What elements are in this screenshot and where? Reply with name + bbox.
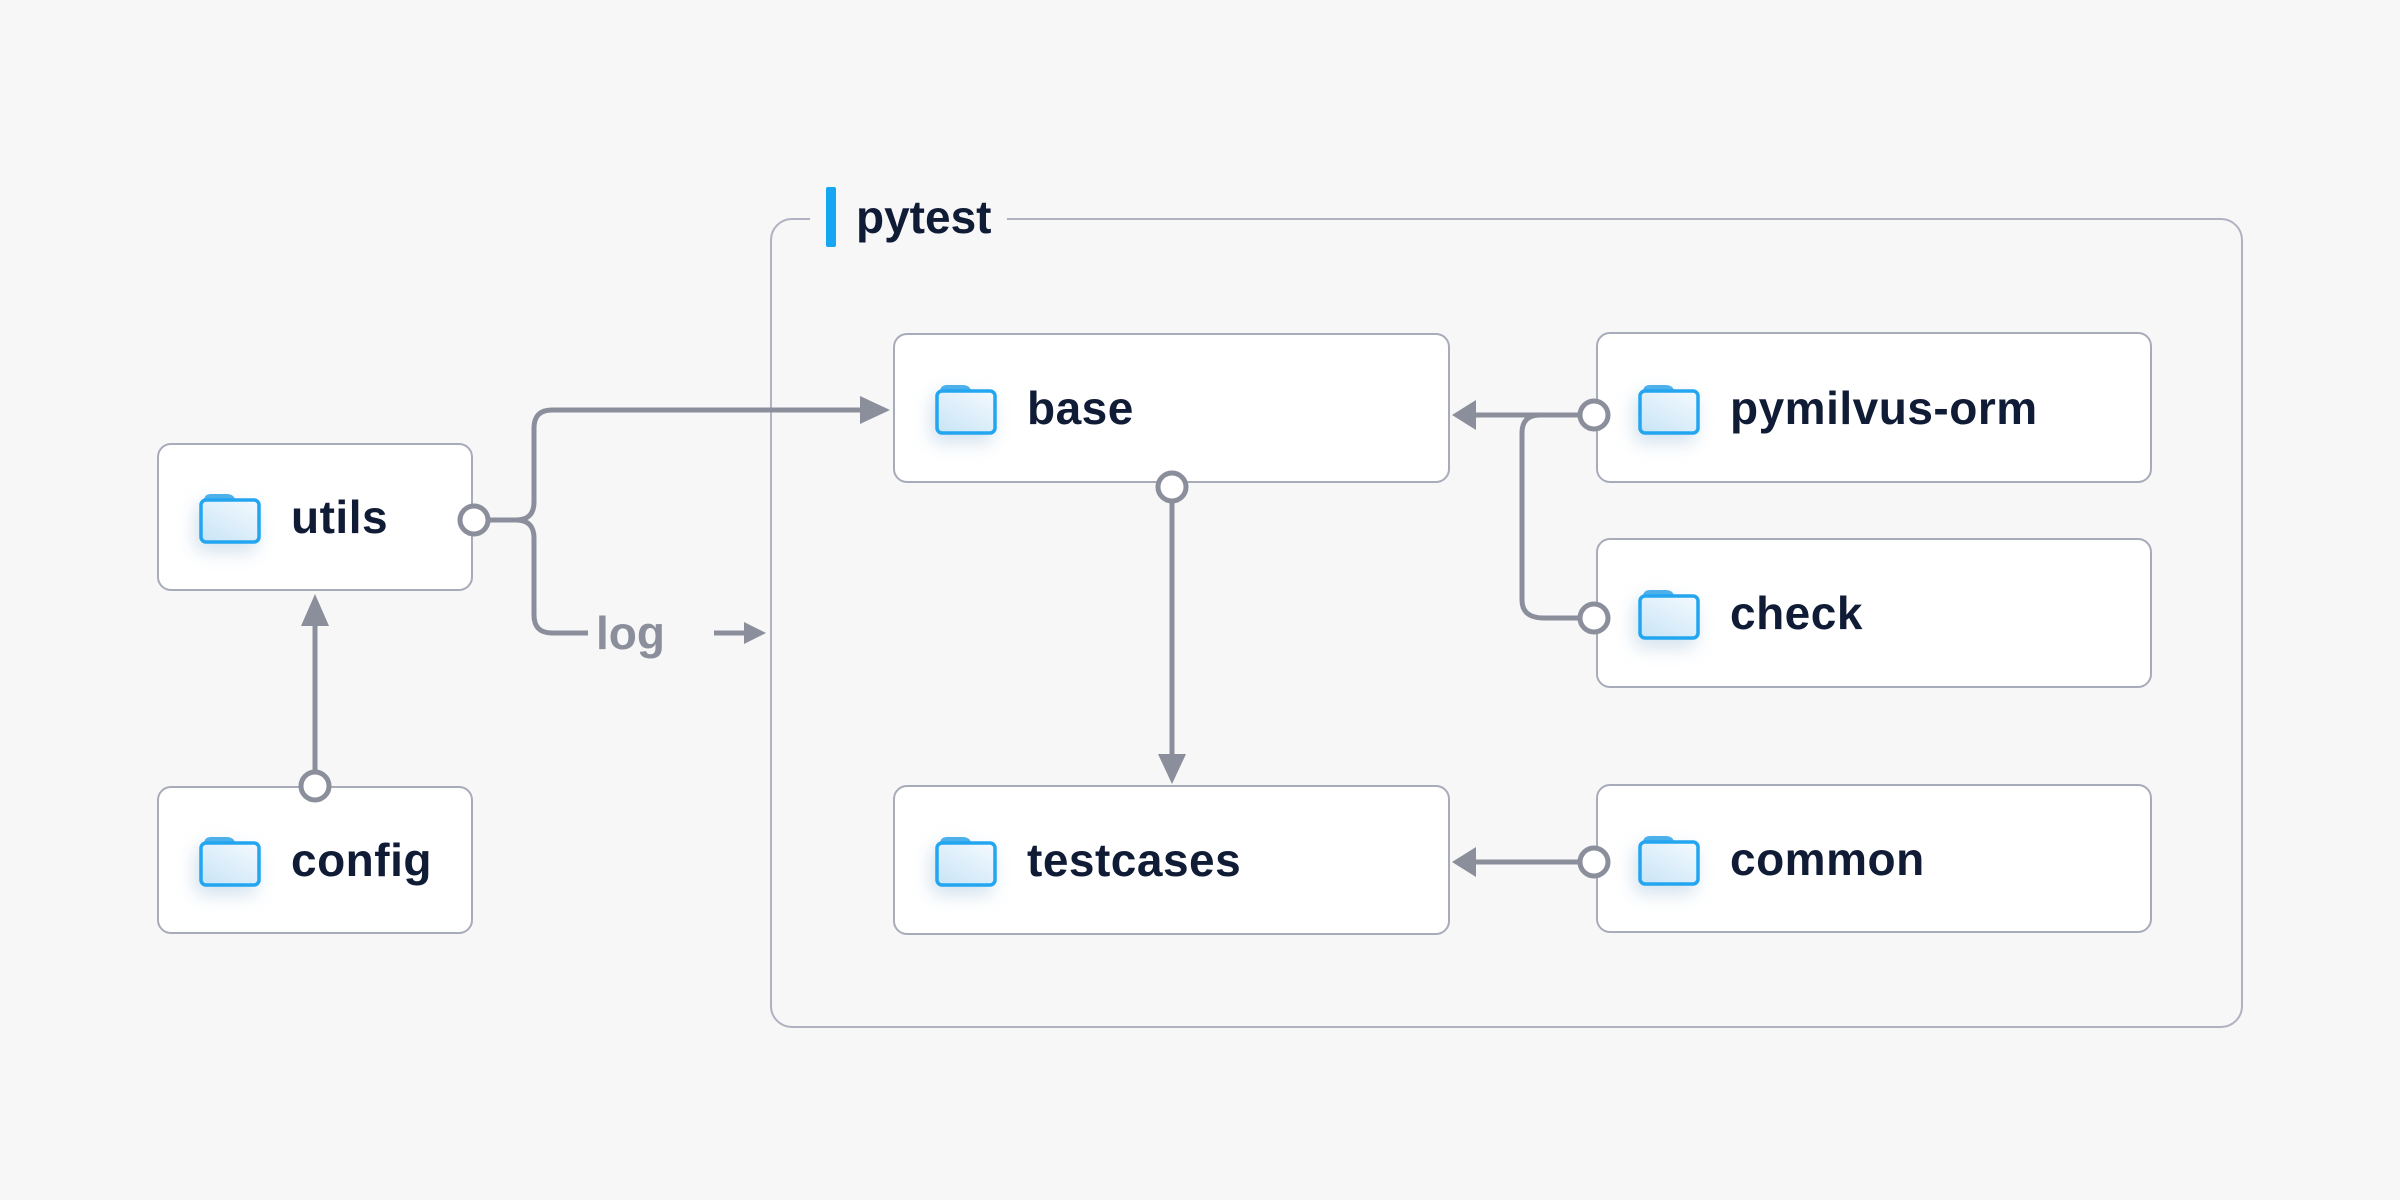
folder-icon xyxy=(1636,380,1702,436)
pytest-group-container xyxy=(770,218,2243,1028)
node-label-testcases: testcases xyxy=(1027,834,1242,886)
folder-icon xyxy=(933,832,999,888)
node-label-pymilvus-orm: pymilvus-orm xyxy=(1730,381,2038,434)
edge-label-log: log xyxy=(596,607,665,659)
node-pymilvus-orm: pymilvus-orm xyxy=(1596,332,2152,483)
node-utils: utils xyxy=(157,443,473,591)
group-label-text: pytest xyxy=(856,191,992,243)
node-testcases: testcases xyxy=(893,785,1450,935)
node-base: base xyxy=(893,333,1450,483)
pytest-group-label: pytest xyxy=(810,185,1008,249)
folder-icon xyxy=(197,489,263,545)
node-label-config: config xyxy=(291,834,432,886)
folder-icon xyxy=(197,832,263,888)
node-config: config xyxy=(157,786,473,934)
edge-config-utils xyxy=(298,594,332,803)
folder-icon xyxy=(933,380,999,436)
node-label-utils: utils xyxy=(291,491,389,543)
accent-bar xyxy=(826,187,836,247)
node-common: common xyxy=(1596,784,2152,933)
node-check: check xyxy=(1596,538,2152,688)
node-label-check: check xyxy=(1730,587,1863,639)
folder-icon xyxy=(1636,585,1702,641)
folder-icon xyxy=(1636,831,1702,887)
node-label-common: common xyxy=(1730,832,1925,885)
node-label-base: base xyxy=(1027,382,1134,434)
